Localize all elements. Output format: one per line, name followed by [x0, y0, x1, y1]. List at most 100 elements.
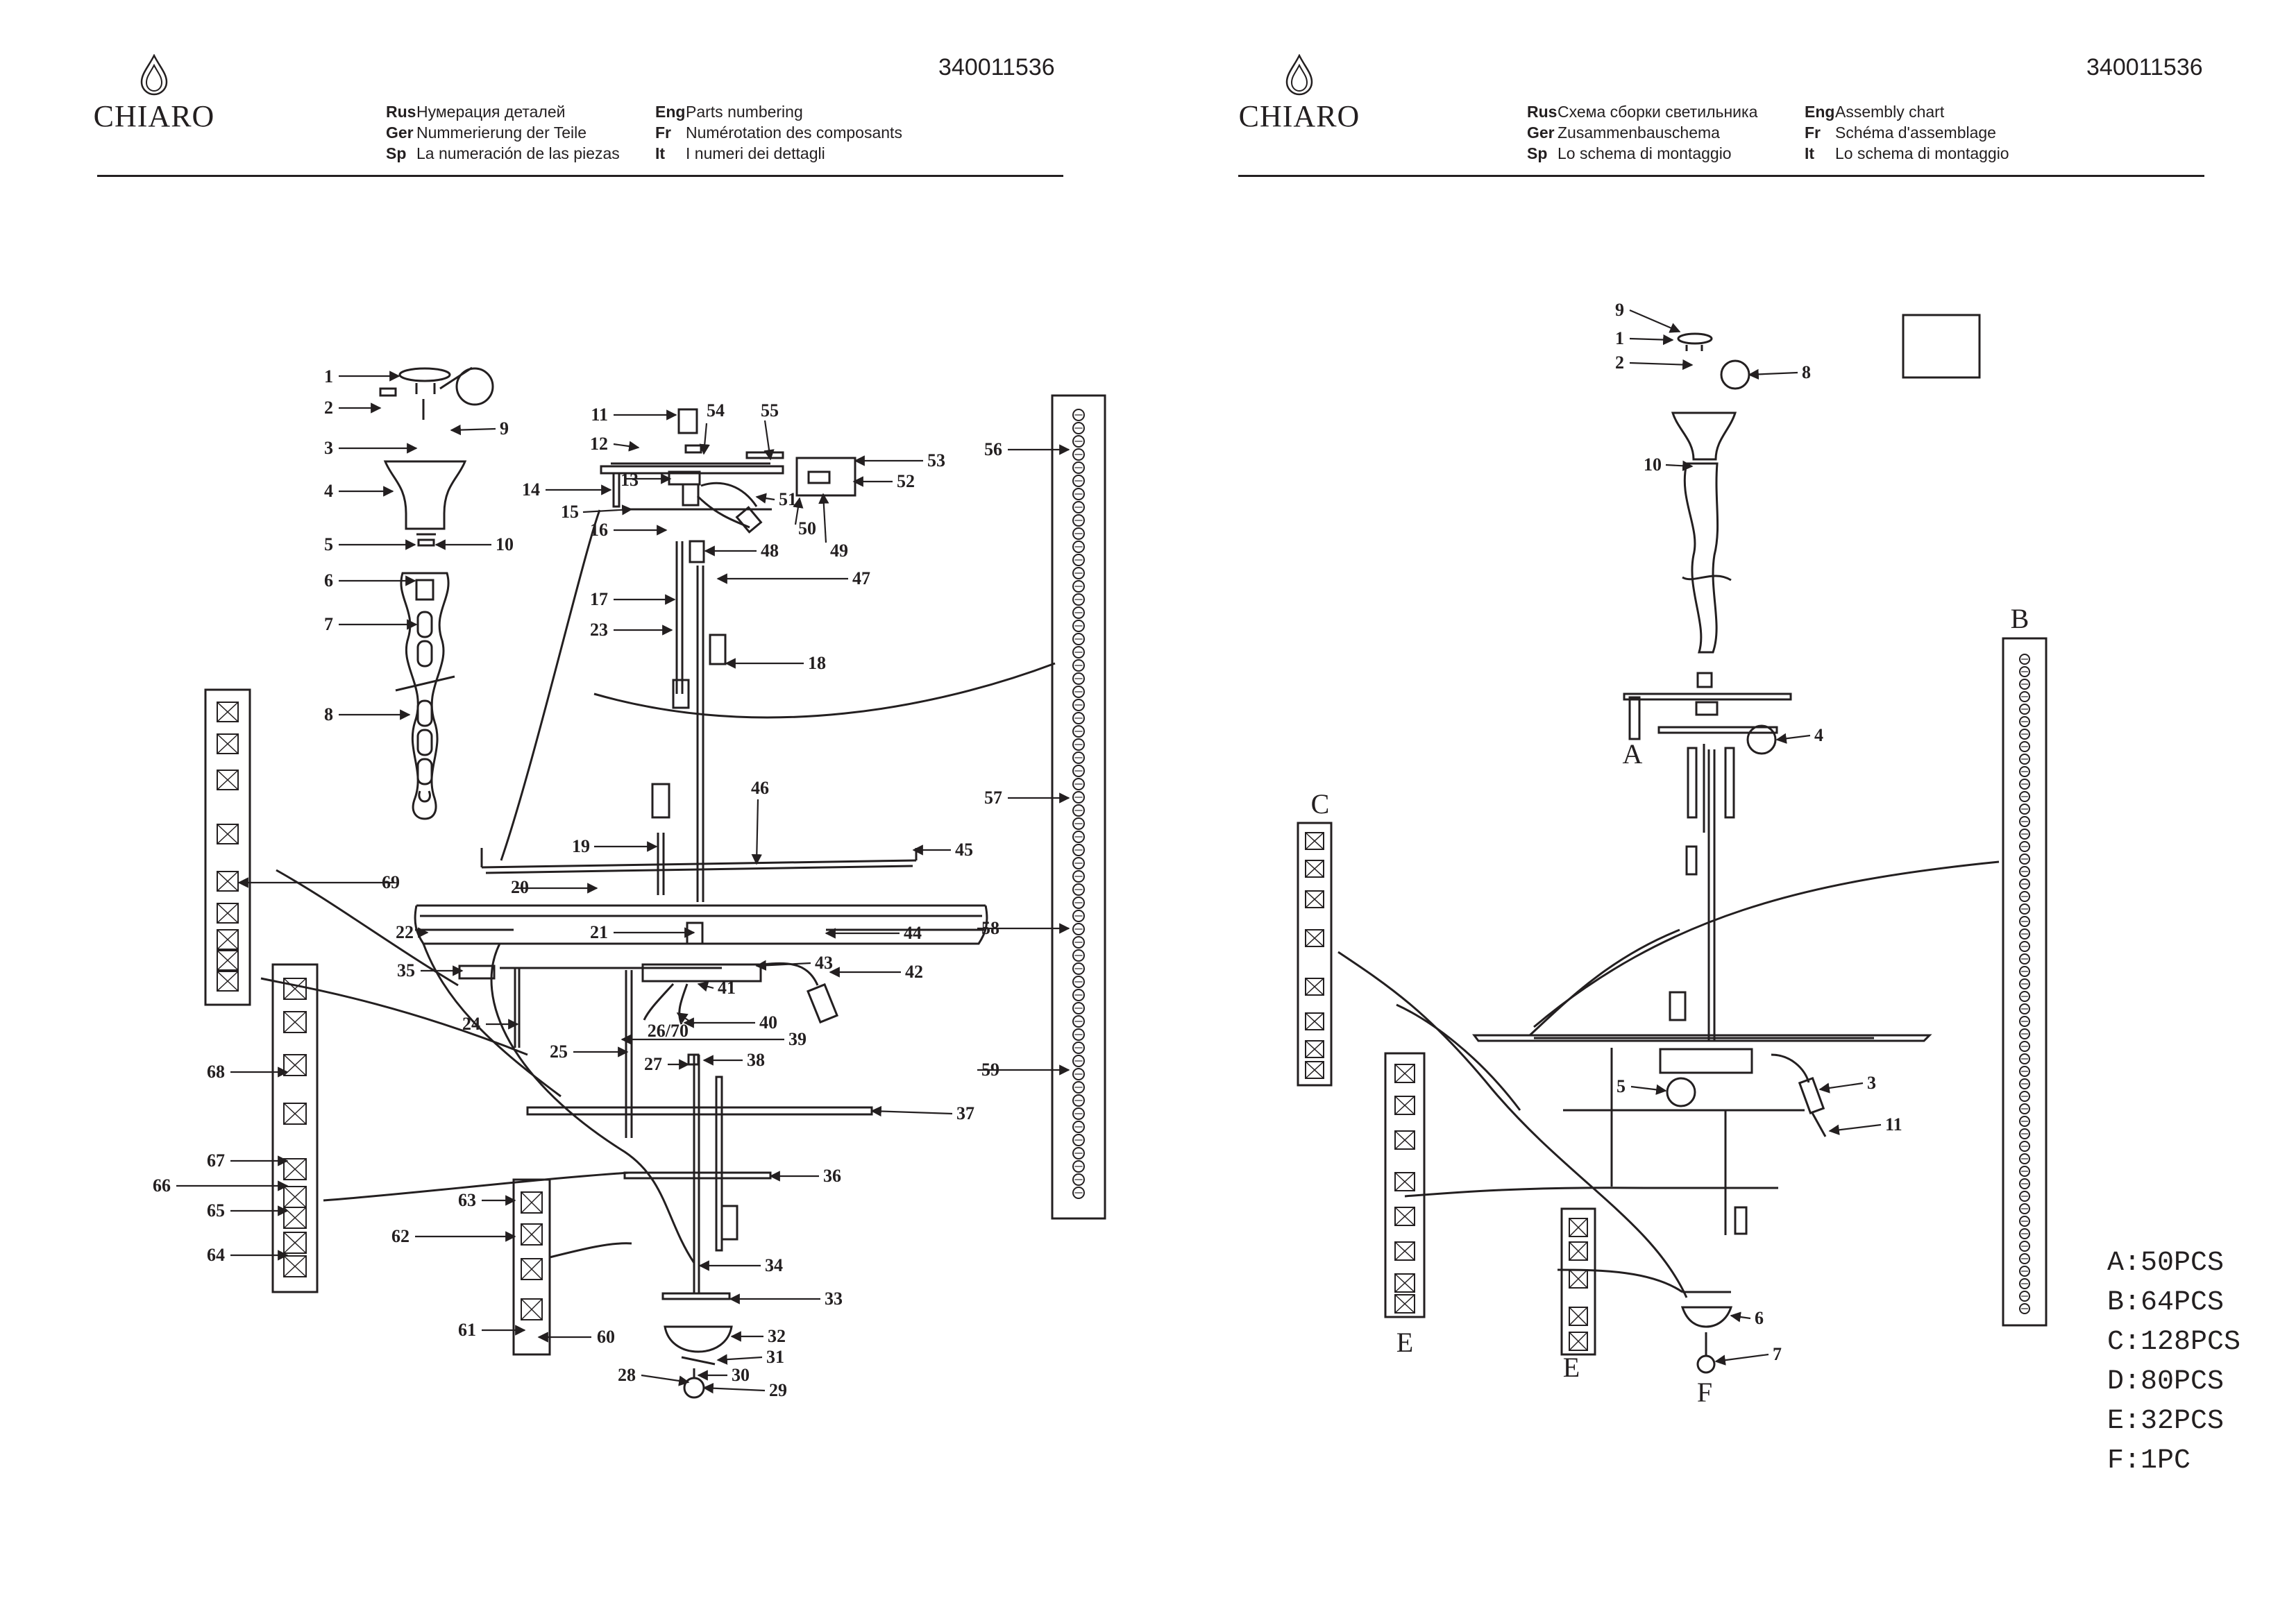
- leader-line: [755, 960, 811, 971]
- crystal-prism-cross: [217, 824, 239, 844]
- crystal-bead: [1072, 501, 1085, 513]
- leader-line: [1629, 309, 1681, 333]
- crystal-bead: [1072, 870, 1085, 883]
- crystal-bead: [2019, 766, 2030, 777]
- part-number-label: 45: [955, 840, 973, 860]
- crystal-bead: [2019, 1228, 2030, 1239]
- crystal-prism: [1394, 1096, 1415, 1115]
- leader-line: [1714, 1353, 1769, 1366]
- crystal-bead: [1072, 976, 1085, 988]
- crystal-bead: [2019, 804, 2030, 815]
- leader-line: [1629, 359, 1694, 371]
- part-number-label: 33: [825, 1289, 843, 1309]
- leader-line: [613, 441, 640, 452]
- crystal-bead: [2019, 966, 2030, 977]
- header-rule: [1238, 175, 2204, 177]
- crystal-prism: [521, 1298, 543, 1320]
- crystal-bead: [2019, 679, 2030, 690]
- part-number-label: 1: [1615, 328, 1624, 348]
- part-number-label: 38: [747, 1050, 765, 1070]
- part-number-label: 2: [1615, 352, 1624, 373]
- crystal-bead: [1072, 1015, 1085, 1028]
- crystal-prism-cross: [1305, 1012, 1324, 1030]
- crystal-bead: [1072, 554, 1085, 566]
- crystal-prism-cross: [1305, 1040, 1324, 1058]
- crystal-bead: [2019, 1141, 2030, 1152]
- crystal-prism: [1305, 1012, 1324, 1030]
- crystal-bead: [2019, 1303, 2030, 1314]
- crystal-prism-cross: [283, 1186, 307, 1208]
- part-number-label: 66: [153, 1175, 171, 1196]
- assembly-letter: E: [1396, 1327, 1413, 1358]
- crystal-bead: [2019, 953, 2030, 965]
- crystal-prism: [1305, 1061, 1324, 1079]
- leader-line: [763, 420, 775, 461]
- crystal-bead: [1072, 1002, 1085, 1014]
- crystal-bead: [2019, 903, 2030, 915]
- crystal-prism: [521, 1223, 543, 1246]
- quantity-a: A:50PCS: [2107, 1248, 2225, 1279]
- crystal-prism-cross: [1394, 1172, 1415, 1191]
- crystal-bead: [1072, 541, 1085, 553]
- header-row: EngAssembly chart: [1805, 103, 1945, 121]
- part-number-label: 58: [981, 918, 999, 938]
- part-number-label: 42: [905, 962, 923, 982]
- header-rule: [97, 175, 1063, 177]
- crystal-bead: [1072, 422, 1085, 434]
- crystal-prism-cross: [283, 1255, 307, 1277]
- part-number-label: 69: [382, 872, 400, 892]
- part-number-label: 53: [927, 450, 945, 470]
- part-number-label: 6: [324, 570, 333, 590]
- brand-name: CHIARO: [93, 99, 215, 133]
- crystal-bead: [1072, 699, 1085, 711]
- crystal-prism: [217, 702, 239, 722]
- crystal-prism-cross: [1394, 1096, 1415, 1115]
- part-number-label: 10: [1644, 454, 1662, 475]
- part-number-label: 43: [815, 953, 833, 973]
- part-number-label: 4: [324, 481, 333, 501]
- crystal-bead: [2019, 704, 2030, 715]
- crystal-prism-cross: [1394, 1130, 1415, 1150]
- crystal-bead: [1072, 1107, 1085, 1120]
- crystal-prism: [283, 1232, 307, 1254]
- assembly-letter: E: [1563, 1352, 1580, 1383]
- part-number-label: 30: [732, 1365, 750, 1385]
- crystal-bead: [2019, 978, 2030, 989]
- crystal-prism: [1305, 1040, 1324, 1058]
- crystal-bead: [2019, 1016, 2030, 1027]
- crystal-prism-cross: [283, 1054, 307, 1076]
- crystal-prism-cross: [217, 871, 239, 892]
- crystal-prism-cross: [283, 1103, 307, 1125]
- part-number-label: 46: [751, 778, 769, 798]
- header-row: RusНумерация деталей: [386, 103, 566, 121]
- crystal-bead: [2019, 1066, 2030, 1077]
- part-number-label: 32: [768, 1326, 786, 1346]
- crystal-prism-cross: [1394, 1064, 1415, 1083]
- crystal-prism: [217, 950, 239, 971]
- leader-line: [1828, 1123, 1882, 1135]
- crystal-bead: [2019, 1178, 2030, 1189]
- part-number-label: 54: [707, 400, 725, 420]
- part-number-label: 61: [458, 1320, 476, 1340]
- crystal-bead: [2019, 1078, 2030, 1089]
- crystal-prism: [283, 1103, 307, 1125]
- crystal-prism-cross: [521, 1298, 543, 1320]
- crystal-bead: [2019, 928, 2030, 940]
- leader-line: [1775, 733, 1811, 744]
- crystal-bead: [2019, 853, 2030, 865]
- crystal-prism: [521, 1191, 543, 1214]
- crystal-bead: [1072, 817, 1085, 830]
- crystal-prism: [1394, 1172, 1415, 1191]
- crystal-bead: [1072, 580, 1085, 593]
- crystal-bead: [1072, 672, 1085, 685]
- part-number-label: 56: [984, 439, 1002, 459]
- part-number-label: 9: [1615, 300, 1624, 320]
- part-number-label: 5: [324, 534, 333, 554]
- crystal-bead: [1072, 883, 1085, 896]
